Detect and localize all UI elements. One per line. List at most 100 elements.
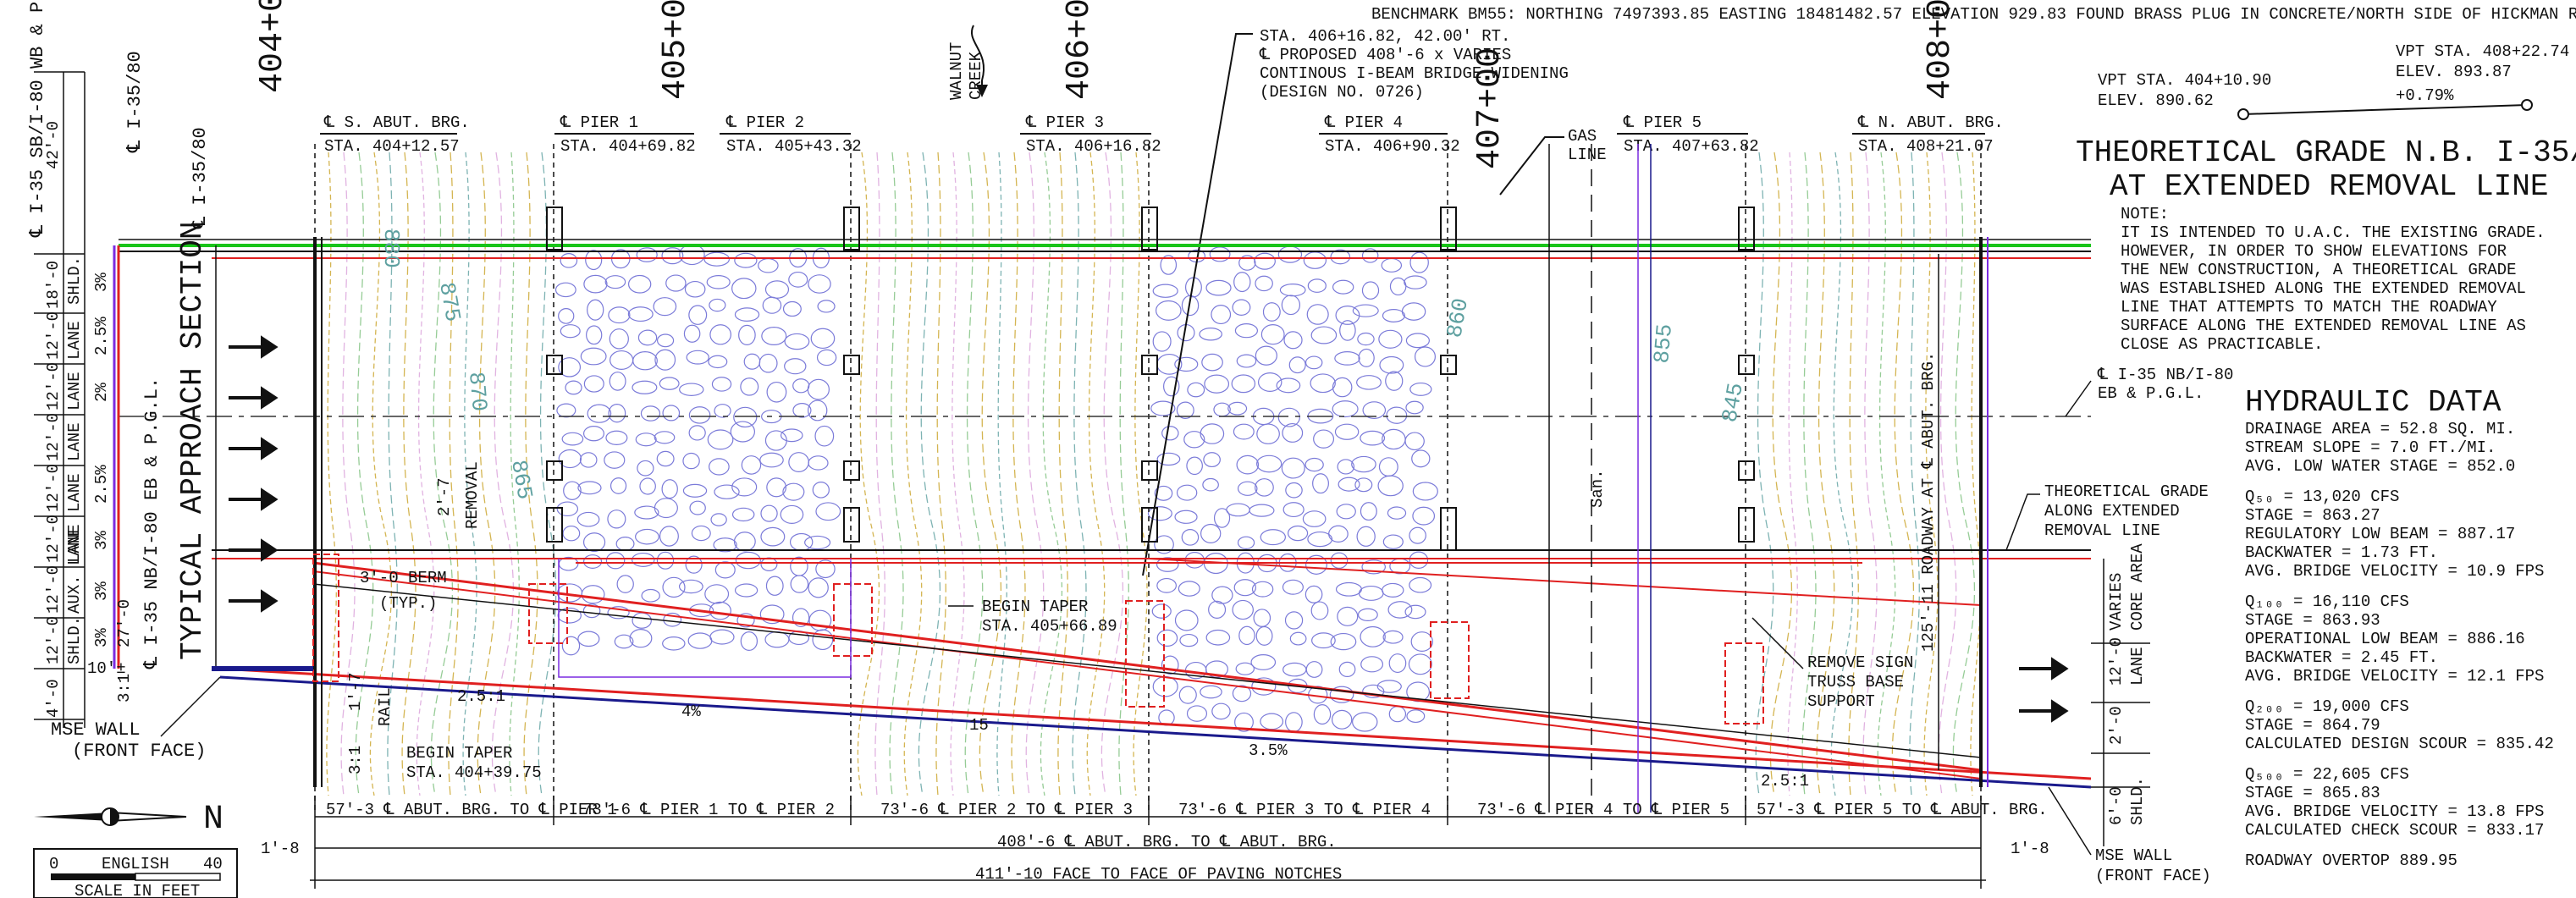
roadway-dimension: 125'-11 ROADWAY AT ℄ ABUT. BRG. <box>1919 352 1938 652</box>
svg-text:3%: 3% <box>92 581 111 601</box>
svg-text:SHLD.: SHLD. <box>2128 777 2147 825</box>
span-dim-5: 73'-6 ℄ PIER 4 TO ℄ PIER 5 <box>1477 801 1729 819</box>
hydraulic-line: AVG. BRIDGE VELOCITY = 13.8 FPS <box>2245 802 2544 821</box>
begin-taper-2-sta: STA. 405+66.89 <box>982 617 1117 636</box>
theo-grade-2: ALONG EXTENDED <box>2044 502 2180 521</box>
north-label: N <box>203 801 223 839</box>
benchmark-note: BENCHMARK BM55: NORTHING 7497393.85 EAST… <box>1371 5 2576 24</box>
svg-text:ELEV. 890.62: ELEV. 890.62 <box>2098 91 2214 110</box>
svg-text:6'-0: 6'-0 <box>2107 786 2126 825</box>
traffic-arrows <box>229 335 2069 723</box>
svg-text:3%: 3% <box>92 531 111 550</box>
svg-text:WAS ESTABLISHED ALONG THE EXTE: WAS ESTABLISHED ALONG THE EXTENDED REMOV… <box>2121 279 2526 298</box>
svg-text:ENGLISH: ENGLISH <box>102 855 169 873</box>
hydraulic-line: AVG. BRIDGE VELOCITY = 10.9 FPS <box>2245 562 2544 581</box>
hydraulic-line: CALCULATED DESIGN SCOUR = 835.42 <box>2245 735 2554 753</box>
pier-columns <box>546 207 1755 551</box>
station-404-label: 404+00 <box>254 0 292 93</box>
right-dimensions: VARIES CORE AREA 12'-0 LANE 2'-0 6'-0 SH… <box>2005 366 2233 885</box>
remove-sign-2: TRUSS BASE <box>1807 673 1904 691</box>
svg-text:27'-0: 27'-0 <box>115 599 134 647</box>
svg-text:THE NEW CONSTRUCTION, A THEORE: THE NEW CONSTRUCTION, A THEORETICAL GRAD… <box>2121 261 2516 279</box>
bottom-dimensions <box>310 796 1986 889</box>
support-headers: ℄ S. ABUT. BRG. STA. 404+12.57 ℄ PIER 1 … <box>320 113 2004 156</box>
rail-label: RAIL <box>376 687 394 726</box>
span-dim-2: 73'-6 ℄ PIER 1 TO ℄ PIER 2 <box>582 801 835 819</box>
svg-text:HOWEVER, IN ORDER TO SHOW ELEV: HOWEVER, IN ORDER TO SHOW ELEVATIONS FOR <box>2121 242 2507 261</box>
widening-edge-red-1 <box>312 561 1982 772</box>
svg-text:SHLD.: SHLD. <box>65 256 84 305</box>
hydraulic-line: AVG. LOW WATER STAGE = 852.0 <box>2245 457 2515 476</box>
svg-text:2.5%: 2.5% <box>92 465 111 504</box>
face-to-face-dim: 411'-10 FACE TO FACE OF PAVING NOTCHES <box>975 865 1342 884</box>
svg-text:IT IS INTENDED TO U.A.C. THE E: IT IS INTENDED TO U.A.C. THE EXISTING GR… <box>2121 223 2546 242</box>
svg-text:LINE THAT ATTEMPTS TO MATCH TH: LINE THAT ATTEMPTS TO MATCH THE ROADWAY <box>2121 298 2497 317</box>
svg-text:LANE: LANE <box>65 422 84 461</box>
support-sta-5: STA. 407+63.82 <box>1624 137 1759 156</box>
left-typical-section <box>34 71 2069 728</box>
hydraulic-line: STAGE = 864.79 <box>2245 716 2380 735</box>
mse-wall-right: MSE WALL <box>2095 846 2172 865</box>
hydraulic-line: REGULATORY LOW BEAM = 887.17 <box>2245 525 2515 543</box>
hydraulic-line: BACKWATER = 2.45 FT. <box>2245 648 2438 667</box>
support-sta-6: STA. 408+21.07 <box>1858 137 1994 156</box>
svg-text:3.5%: 3.5% <box>1249 741 1288 760</box>
left-dimensions: 42'-0 18'-0 SHLD. 12'-0 LANE 12'-0 LANE … <box>44 121 134 718</box>
svg-text:18'-0: 18'-0 <box>44 261 63 309</box>
station-408-label: 408+00 <box>1922 0 1960 100</box>
dim-1-8-left: 1'-8 <box>261 840 300 858</box>
remove-sign-1: REMOVE SIGN <box>1807 653 1913 672</box>
north-arrow: N <box>34 801 223 839</box>
new-pier-footings <box>312 554 1764 724</box>
bridge-plan <box>119 144 2092 813</box>
label-i35-80-top: ℄ I-35/80 <box>124 51 146 153</box>
svg-text:870: 870 <box>463 371 492 412</box>
svg-text:VARIES: VARIES <box>2107 573 2126 631</box>
hydraulic-line: Q₁₀₀ = 16,110 CFS <box>2245 592 2409 611</box>
svg-text:880: 880 <box>378 229 404 268</box>
svg-text:12'-0: 12'-0 <box>44 464 63 512</box>
station-406-label: 406+00 <box>1061 0 1099 100</box>
callout-line-3: CONTINOUS I-BEAM BRIDGE WIDENING <box>1260 64 1569 83</box>
callout-line-1: STA. 406+16.82, 42.00' RT. <box>1260 27 1510 46</box>
support-sta-0: STA. 404+12.57 <box>324 137 460 156</box>
theoretical-grade-subtitle: AT EXTENDED REMOVAL LINE <box>2110 169 2548 204</box>
removal-label: REMOVAL <box>463 461 482 529</box>
svg-text:860: 860 <box>1442 296 1474 339</box>
svg-text:2.5:1: 2.5:1 <box>457 687 505 706</box>
span-dim-4: 73'-6 ℄ PIER 3 TO ℄ PIER 4 <box>1178 801 1431 819</box>
svg-text:LANE: LANE <box>2128 647 2147 686</box>
svg-text:4'-0: 4'-0 <box>44 679 63 718</box>
widening-edge-red-2 <box>219 667 2092 780</box>
support-name-6: ℄ N. ABUT. BRG. <box>1857 113 2004 132</box>
callout-line-4: (DESIGN NO. 0726) <box>1260 83 1424 102</box>
theo-grade-3: REMOVAL LINE <box>2044 521 2160 540</box>
support-name-2: ℄ PIER 2 <box>725 113 804 132</box>
creek-label-1: WALNUT <box>947 42 966 100</box>
svg-text:0: 0 <box>49 855 58 873</box>
hydraulic-line: OPERATIONAL LOW BEAM = 886.16 <box>2245 630 2525 648</box>
mse-wall-left: MSE WALL <box>51 719 141 741</box>
note-label: NOTE: <box>2121 205 2169 223</box>
label-nb-eb: ℄ I-35 NB/I-80 EB & P.G.L. <box>141 377 163 669</box>
hydraulic-data-title: HYDRAULIC DATA <box>2245 385 2502 420</box>
hydraulic-line: CALCULATED CHECK SCOUR = 833.17 <box>2245 821 2544 840</box>
hydraulic-line: Q₅₀₀ = 22,605 CFS <box>2245 765 2409 784</box>
span-dim-3: 73'-6 ℄ PIER 2 TO ℄ PIER 3 <box>880 801 1133 819</box>
creek-arrow <box>971 25 985 93</box>
theoretical-notes: IT IS INTENDED TO U.A.C. THE EXISTING GR… <box>2121 223 2546 354</box>
contour-lines <box>326 152 1981 796</box>
support-name-1: ℄ PIER 1 <box>560 113 638 132</box>
support-name-3: ℄ PIER 3 <box>1025 113 1104 132</box>
svg-text:LANE: LANE <box>65 321 84 360</box>
svg-text:VPT STA. 404+10.90: VPT STA. 404+10.90 <box>2098 71 2271 90</box>
svg-text:42'-0: 42'-0 <box>44 121 63 169</box>
svg-text:2.5%: 2.5% <box>92 317 111 355</box>
callout-leader <box>1142 33 1253 576</box>
support-sta-1: STA. 404+69.82 <box>560 137 696 156</box>
svg-text:845: 845 <box>1717 381 1749 424</box>
svg-text:AUX. LANE: AUX. LANE <box>65 526 84 614</box>
hydraulic-line: STAGE = 863.27 <box>2245 506 2380 525</box>
typical-approach-section-title: TYPICAL APPROACH SECTION <box>175 222 210 660</box>
